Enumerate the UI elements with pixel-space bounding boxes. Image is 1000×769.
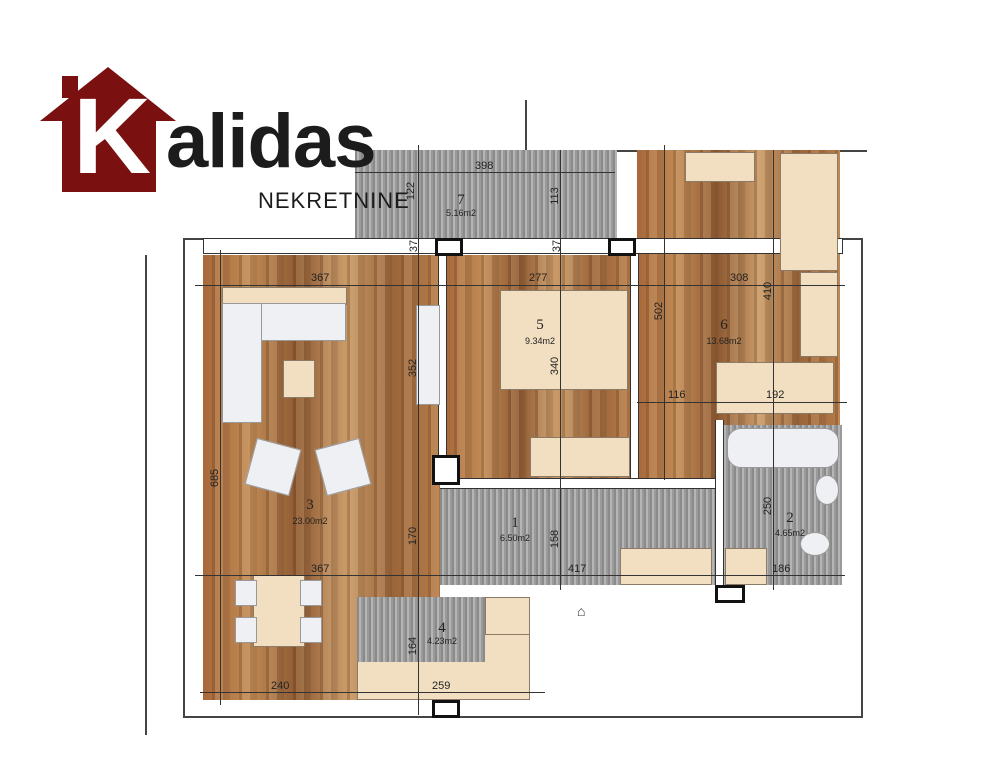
pillar [608,238,636,256]
single-bed [780,153,838,271]
dimension-line [195,575,845,576]
single-bed [716,362,834,414]
dimension-label: 685 [209,468,222,488]
dimension-line [418,145,419,715]
room-number: 6 [720,317,728,333]
dining-chair [235,617,257,643]
entrance-arrow-icon: ⌂ [577,603,586,619]
hall-wardrobe [620,548,712,585]
dimension-label: 502 [653,301,666,321]
wardrobe [416,305,440,405]
room-area: 9.34m2 [524,336,556,346]
dimension-label: 164 [407,636,420,656]
logo-tagline: NEKRETNINE [258,188,410,213]
dimension-label: 192 [766,389,785,401]
pillar [435,238,463,256]
room-number: 1 [511,515,519,531]
dimension-label: 37 [551,239,564,253]
dining-chair [300,617,322,643]
dimension-line [355,172,615,173]
dimension-label: 410 [762,281,775,301]
logo-name: alidas [166,99,376,184]
room-number: 7 [457,192,465,208]
room-4-kitchen [357,597,485,662]
dimension-label: 158 [549,529,562,549]
inner-wall [440,478,715,489]
dimension-line [220,250,221,705]
dimension-line [560,150,561,590]
dimension-label: 417 [568,563,587,575]
inner-wall [630,240,639,480]
room-number: 2 [786,510,794,526]
dimension-label: 277 [529,272,548,284]
dimension-line [637,402,847,403]
dimension-label: 250 [762,496,775,516]
pillar [432,700,460,718]
desk [685,152,755,182]
wall-top-right [525,100,867,152]
room-7-balcony [355,150,617,240]
stove [485,597,530,635]
dimension-label: 367 [311,272,330,284]
inner-wall [715,420,724,585]
dining-chair [235,580,257,606]
outer-wall-left [145,255,189,735]
wardrobe-6 [800,272,838,357]
room-area: 4.65m2 [774,528,806,538]
room-area: 4.23m2 [426,636,458,646]
washing-machine [725,548,767,585]
coffee-table [283,360,315,398]
dimension-label: 37 [408,239,421,253]
dimension-label: 170 [407,526,420,546]
window-strip [203,238,843,254]
dimension-line [195,285,845,286]
sofa-side [222,303,262,423]
dimension-label: 308 [730,272,749,284]
logo-letter: K [73,75,151,196]
dining-table [253,575,305,647]
room-area: 13.68m2 [706,336,742,346]
toilet [800,532,830,556]
pillar [432,455,460,485]
pillar [715,585,745,603]
dimension-label: 116 [668,389,686,401]
dimension-line [200,692,545,693]
dimension-label: 398 [475,160,494,172]
double-bed [500,290,628,390]
dimension-label: 367 [311,563,330,575]
room-area: 5.16m2 [445,208,477,218]
room-number: 5 [536,317,544,333]
logo: K alidas NEKRETNINE [38,64,418,214]
dimension-label: 352 [407,358,420,378]
dining-chair [300,580,322,606]
sink [815,475,839,505]
dimension-label: 186 [772,563,791,575]
bathtub [727,428,839,468]
dimension-label: 113 [548,187,561,205]
house-icon [40,67,176,192]
dimension-line [773,150,774,590]
dimension-label: 259 [432,680,451,692]
room-number: 4 [438,620,446,636]
dimension-label: 340 [549,356,562,376]
dimension-line [664,145,665,480]
room-number: 3 [306,497,314,513]
room-area: 23.00m2 [292,516,328,526]
room-area: 6.50m2 [499,533,531,543]
wardrobe-5 [530,437,630,477]
dimension-label: 240 [271,680,290,692]
